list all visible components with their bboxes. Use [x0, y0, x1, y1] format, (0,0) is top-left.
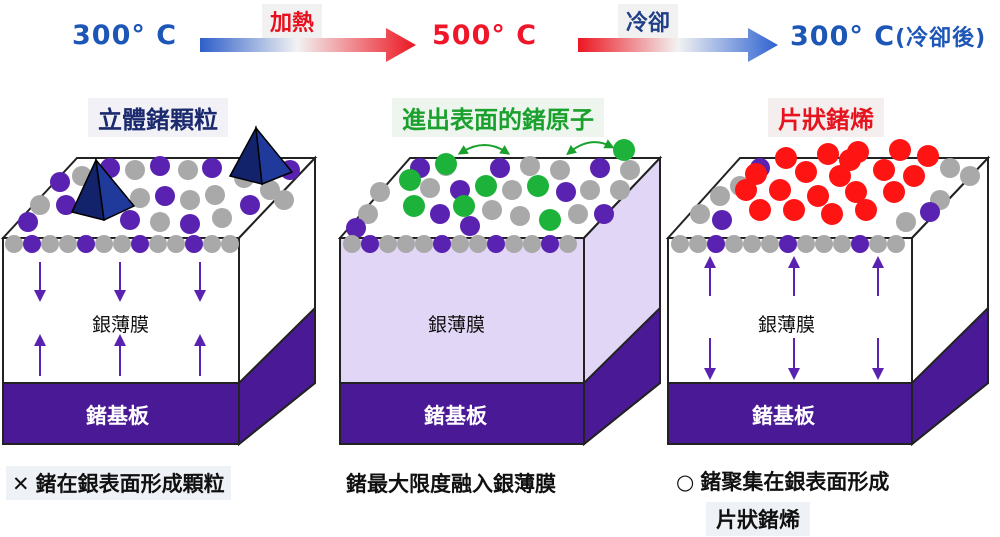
- heating-arrow: [200, 28, 416, 62]
- heating-label: 加熱: [262, 4, 323, 38]
- temp-end-value: 300° C: [790, 21, 896, 52]
- germanene-atoms: [735, 139, 939, 225]
- panel3-diffusion-arrows: [704, 256, 884, 380]
- temp-end-note: (冷卻後): [895, 26, 987, 51]
- ge-pyramid-particles: [70, 125, 294, 222]
- panel3-caption: ○鍺聚集在銀表面形成: [676, 466, 889, 496]
- panel1-caption: ✕鍺在銀表面形成顆粒: [6, 466, 231, 500]
- panel3-block: [665, 139, 991, 447]
- panel2-substrate-label: 鍺基板: [424, 404, 487, 428]
- panel1-substrate-label: 鍺基板: [86, 404, 149, 428]
- panel1-block: [0, 125, 318, 447]
- panel2-film-label: 銀薄膜: [428, 314, 486, 336]
- panel3-title: 片狀鍺烯: [768, 98, 884, 137]
- panel3-caption-line2: 片狀鍺烯: [706, 502, 810, 536]
- panel1-surface-atoms: [5, 156, 300, 253]
- panel3-substrate-label: 鍺基板: [752, 404, 815, 428]
- temp-mid: 500° C: [432, 20, 538, 51]
- panel2-title: 進出表面的鍺原子: [392, 98, 604, 137]
- panel1-diffusion-arrows: [34, 262, 206, 376]
- ge-exchange-arrows: [457, 139, 615, 156]
- panel1-title: 立體鍺顆粒: [88, 98, 228, 137]
- cross-mark-icon: ✕: [12, 472, 30, 496]
- surface-ge-atoms: [399, 139, 635, 231]
- circle-mark-icon: ○: [676, 470, 695, 494]
- cooling-arrow: [578, 28, 778, 62]
- cooling-label: 冷卻: [618, 4, 679, 38]
- temp-start: 300° C: [72, 20, 178, 51]
- panel1-caption-text: 鍺在銀表面形成顆粒: [35, 472, 225, 496]
- panel2-block: [337, 139, 663, 447]
- panel2-caption: 鍺最大限度融入銀薄膜: [346, 472, 556, 496]
- panel1-film-label: 銀薄膜: [92, 314, 150, 336]
- panel3-film-label: 銀薄膜: [758, 314, 816, 336]
- panel2-surface-atoms: [343, 156, 640, 253]
- panel3-caption-text: 鍺聚集在銀表面形成: [700, 470, 890, 494]
- temp-end: 300° C(冷卻後): [790, 20, 986, 52]
